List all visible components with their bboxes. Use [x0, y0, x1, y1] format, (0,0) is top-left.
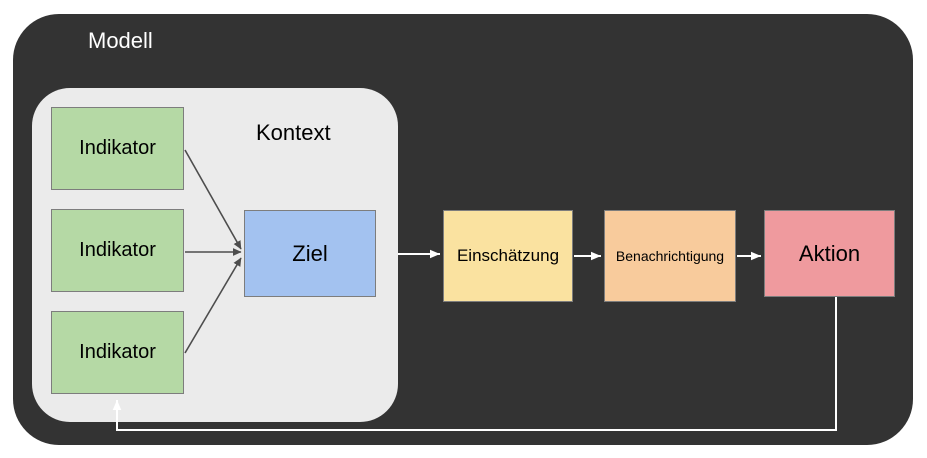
node-label: Einschätzung — [456, 246, 560, 266]
model-label: Modell — [88, 28, 153, 53]
node-action[interactable]: Aktion — [764, 210, 895, 297]
node-indicator-2[interactable]: Indikator — [51, 209, 184, 292]
node-label: Ziel — [292, 240, 328, 266]
node-goal[interactable]: Ziel — [244, 210, 376, 297]
node-label: Benachrichtigung — [615, 247, 725, 264]
node-indicator-1[interactable]: Indikator — [51, 107, 184, 190]
node-notification[interactable]: Benachrichtigung — [604, 210, 736, 302]
node-label: Indikator — [79, 341, 156, 363]
node-label: Aktion — [798, 240, 861, 266]
node-label: Indikator — [79, 137, 156, 159]
node-assessment[interactable]: Einschätzung — [443, 210, 573, 302]
context-label: Kontext — [256, 120, 331, 145]
node-label: Indikator — [79, 239, 156, 261]
node-indicator-3[interactable]: Indikator — [51, 311, 184, 394]
